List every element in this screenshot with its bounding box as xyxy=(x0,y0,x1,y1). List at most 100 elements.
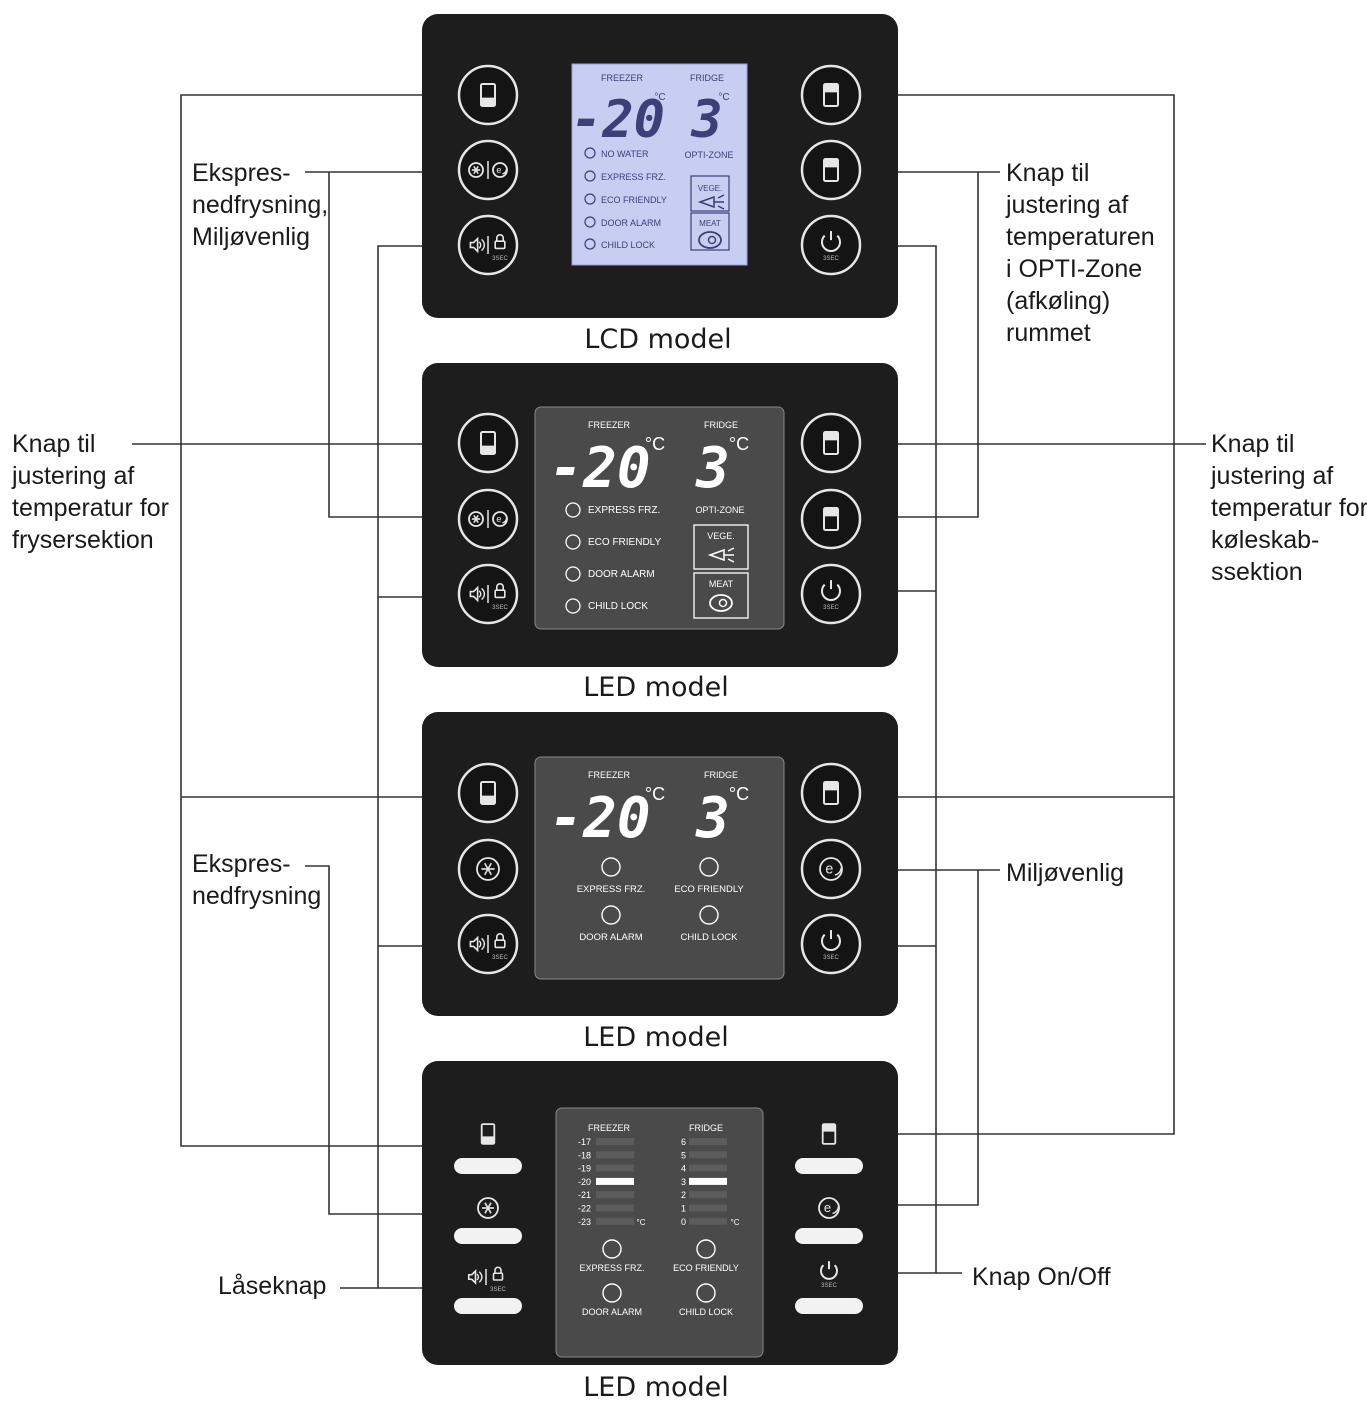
button-ring xyxy=(800,214,862,276)
button-ring xyxy=(457,64,519,126)
eco-e-glyph: e xyxy=(824,1200,831,1215)
callout-line: frysersektion xyxy=(12,526,154,554)
opti-zone-temp-button[interactable] xyxy=(800,488,862,550)
fridge-temp-button[interactable] xyxy=(800,64,862,126)
fridge-scale-label: 2 xyxy=(681,1190,686,1200)
fridge-scale-bar xyxy=(689,1138,727,1145)
sound-waves-icon xyxy=(478,937,486,951)
alarm-lock-button[interactable]: 3SEC xyxy=(457,214,519,276)
express-eco-button[interactable]: e xyxy=(457,488,519,550)
eco-button[interactable]: e xyxy=(795,1197,863,1244)
compartment-fill-icon xyxy=(822,1124,836,1132)
freezer-label: FREEZER xyxy=(588,1123,631,1133)
callout-onoff: Knap On/Off xyxy=(972,1261,1111,1293)
freezer-temp-button[interactable] xyxy=(454,1123,522,1174)
meat-bone-icon xyxy=(718,598,728,608)
alarm-lock-button[interactable]: 3SEC xyxy=(454,1266,522,1314)
freezer-scale-bar xyxy=(596,1204,634,1212)
fridge-label: FRIDGE xyxy=(704,420,738,430)
compartment-fill-icon xyxy=(824,159,838,168)
fridge-temp-button[interactable] xyxy=(800,412,862,474)
snowflake-icon xyxy=(482,1202,494,1214)
vegetable-icon xyxy=(707,547,735,563)
leaf-icon xyxy=(502,517,508,524)
fridge-label: FRIDGE xyxy=(689,1123,723,1133)
button-ring xyxy=(800,913,862,975)
vege-label: VEGE. xyxy=(698,184,722,193)
fridge-scale-label: 4 xyxy=(681,1164,686,1174)
fridge-temp-button[interactable] xyxy=(800,762,862,824)
express-freeze-icon xyxy=(468,511,484,527)
eco-button[interactable]: e xyxy=(800,838,862,900)
express-button[interactable] xyxy=(457,838,519,900)
snowflake-icon xyxy=(481,862,495,876)
express-button[interactable] xyxy=(454,1197,522,1244)
freezer-scale-bar-active xyxy=(596,1177,634,1185)
power-button[interactable]: 3SEC xyxy=(795,1261,863,1314)
express-eco-button[interactable]: e xyxy=(457,139,519,201)
callout-line: justering af xyxy=(1006,191,1129,219)
fridge-temperature: 3 xyxy=(690,90,722,150)
power-button[interactable]: 3SEC xyxy=(800,913,862,975)
express-freeze-icon xyxy=(468,162,484,178)
vege-label: VEGE. xyxy=(707,531,735,541)
caption-led-model-3: LED model xyxy=(583,1372,729,1403)
power-button[interactable]: 3SEC xyxy=(800,214,862,276)
indicator-label: EXPRESS FRZ. xyxy=(579,1263,644,1273)
indicator-icon xyxy=(584,216,596,228)
callout-line: temperatur for xyxy=(1211,494,1367,522)
indicator-label: ECO FRIENDLY xyxy=(601,195,667,205)
indicator-icon xyxy=(699,857,719,877)
eco-e-glyph: e xyxy=(496,514,501,524)
freezer-temp-button[interactable] xyxy=(457,64,519,126)
freezer-unit: °C xyxy=(654,92,665,103)
button-ring xyxy=(800,139,862,201)
fridge-scale-bar xyxy=(689,1191,727,1199)
fridge-label: FRIDGE xyxy=(690,73,724,83)
indicator-icon xyxy=(584,193,596,205)
button-pill xyxy=(795,1228,863,1244)
lock-icon xyxy=(494,240,506,250)
meat-box xyxy=(690,212,730,251)
caption-led-model-2: LED model xyxy=(583,1022,729,1053)
compartment-fill-icon xyxy=(824,432,838,441)
freezer-unit: °C xyxy=(645,434,665,454)
indicator-icon xyxy=(602,1239,622,1259)
alarm-lock-button[interactable]: 3SEC xyxy=(457,563,519,625)
freezer-temp-button[interactable] xyxy=(457,412,519,474)
freezer-label: FREEZER xyxy=(601,73,644,83)
indicator-icon xyxy=(584,170,596,182)
fridge-unit: °C xyxy=(729,784,749,804)
freezer-unit: °C xyxy=(637,1218,646,1227)
indicator-label: CHILD LOCK xyxy=(601,240,655,250)
button-sublabel: 3SEC xyxy=(823,955,839,961)
callout-line: justering af xyxy=(12,462,135,490)
button-ring xyxy=(457,762,519,824)
button-sublabel: 3SEC xyxy=(823,605,839,611)
freezer-scale-label: -19 xyxy=(578,1164,591,1174)
freezer-temp-button[interactable] xyxy=(457,762,519,824)
meat-icon xyxy=(709,594,733,612)
snowflake-icon xyxy=(471,165,481,175)
indicator-icon xyxy=(696,1283,716,1303)
freezer-label: FREEZER xyxy=(588,770,631,780)
vege-box xyxy=(693,524,749,570)
fridge-temp-button[interactable] xyxy=(795,1123,863,1174)
opti-zone-temp-button[interactable] xyxy=(800,139,862,201)
indicator-icon xyxy=(699,905,719,925)
caption-lcd-model: LCD model xyxy=(584,324,732,355)
alarm-lock-button[interactable]: 3SEC xyxy=(457,913,519,975)
fridge-unit: °C xyxy=(731,1218,740,1227)
indicator-label: ECO FRIENDLY xyxy=(673,1263,739,1273)
freezer-temperature: -20 xyxy=(549,786,650,851)
express-freeze-icon xyxy=(477,1197,499,1219)
indicator-label: CHILD LOCK xyxy=(680,932,738,943)
indicator-label: DOOR ALARM xyxy=(588,569,655,580)
callout-line: Miljøvenlig xyxy=(1006,859,1125,887)
power-button[interactable]: 3SEC xyxy=(800,563,862,625)
compartment-fill-icon xyxy=(481,97,495,106)
lock-icon xyxy=(492,1272,504,1281)
freezer-scale-bar xyxy=(596,1217,634,1225)
fridge-scale-bar-active xyxy=(689,1177,727,1185)
meat-bone-icon xyxy=(707,235,717,245)
